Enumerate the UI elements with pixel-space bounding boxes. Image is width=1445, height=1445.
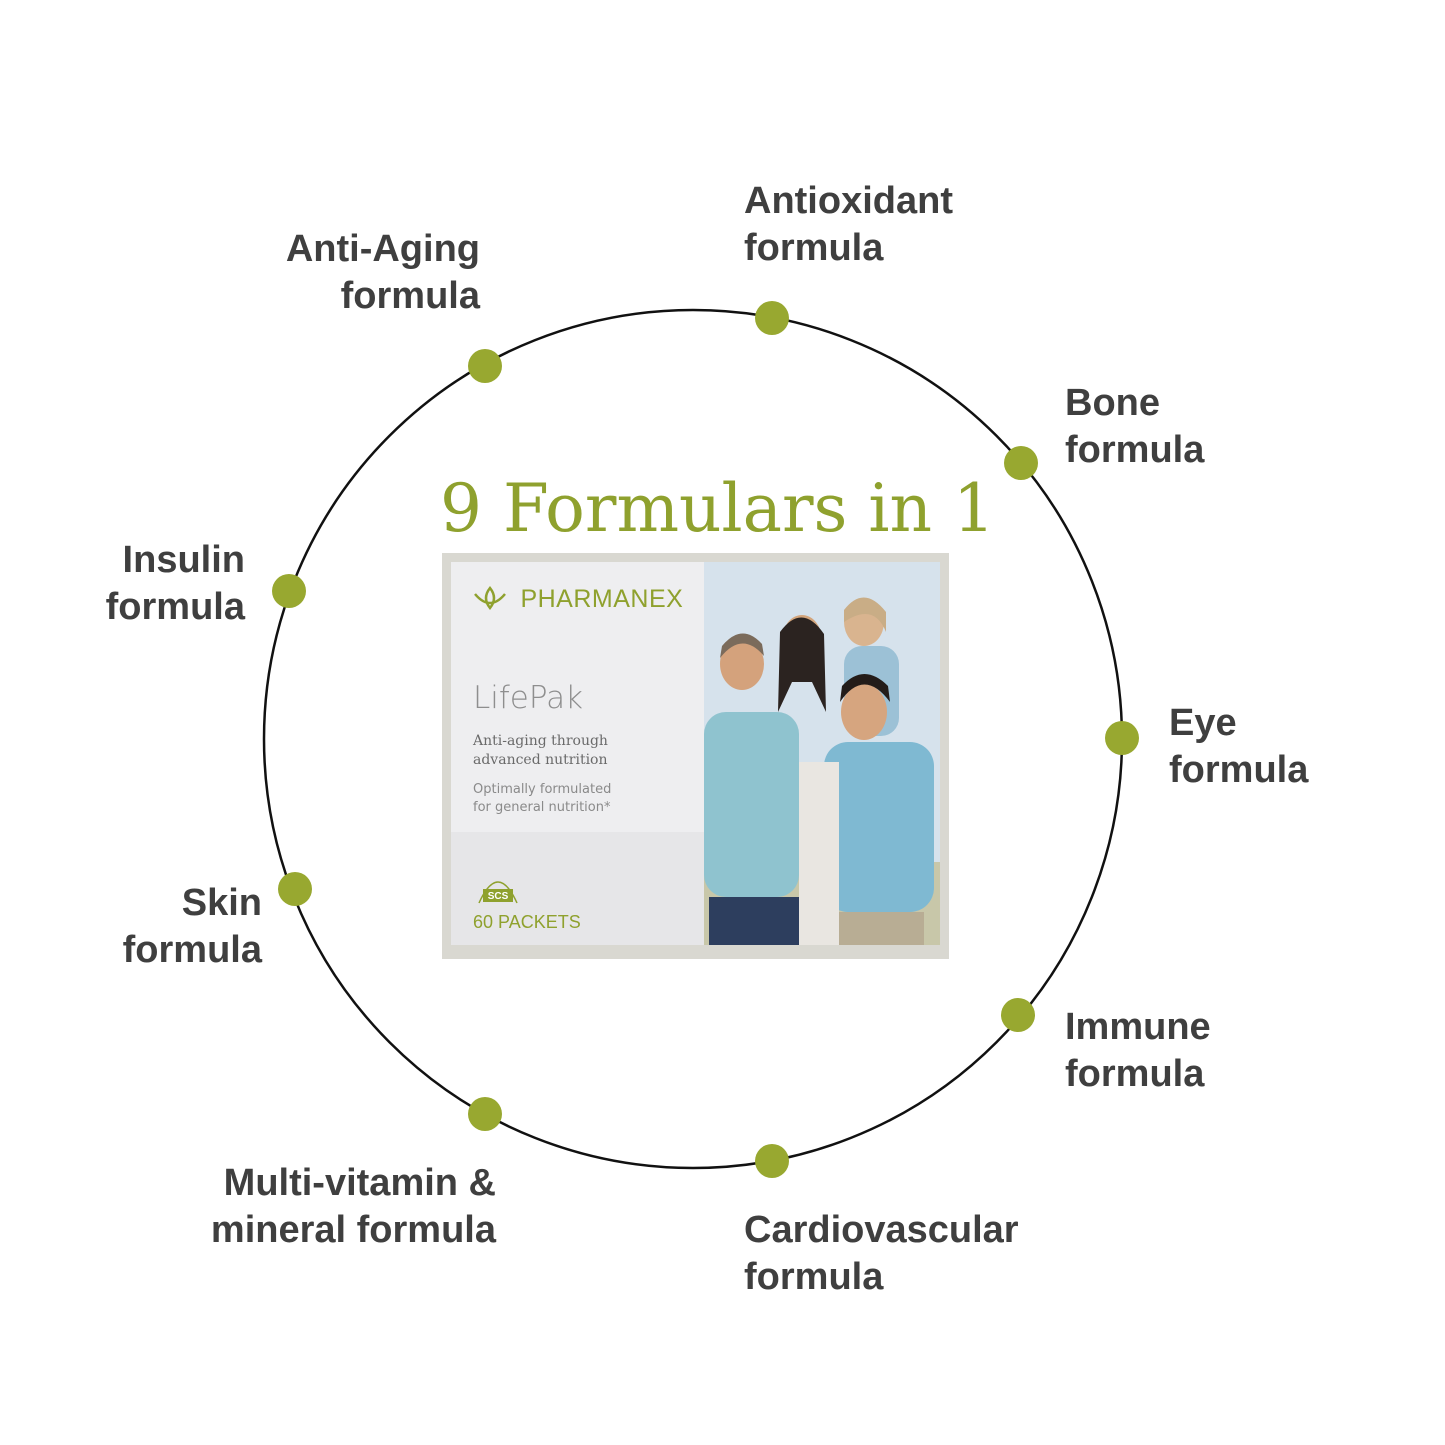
- product-subline: Optimally formulated for general nutriti…: [473, 781, 611, 817]
- packet-count: 60 PACKETS: [473, 912, 581, 932]
- seal-text: SCS: [488, 891, 509, 902]
- label-anti-aging: Anti-Aging formula: [180, 226, 480, 320]
- label-immune: Immune formula: [1065, 1004, 1211, 1098]
- panel-lower-band: [451, 832, 704, 945]
- dot-anti-aging: [468, 349, 502, 383]
- dot-antioxidant: [755, 301, 789, 335]
- label-line1: Antioxidant: [744, 180, 953, 222]
- product-box: PHARMANEX LifePak Anti-aging through adv…: [442, 553, 949, 959]
- label-line1: Insulin: [122, 539, 245, 581]
- label-skin: Skin formula: [60, 880, 262, 974]
- label-line2: formula: [1065, 429, 1205, 471]
- family-photo-icon: [704, 562, 940, 945]
- label-line2: formula: [105, 586, 245, 628]
- label-line1: Immune: [1065, 1006, 1211, 1048]
- label-multivitamin: Multi-vitamin & mineral formula: [140, 1160, 496, 1254]
- leaf-logo-icon: [474, 586, 506, 611]
- dot-eye: [1105, 721, 1139, 755]
- dot-multivitamin: [468, 1097, 502, 1131]
- label-line1: Multi-vitamin &: [223, 1162, 496, 1204]
- dot-bone: [1004, 446, 1038, 480]
- subline-line2: for general nutrition*: [473, 800, 611, 815]
- family-photo-illustration: [704, 562, 940, 945]
- brand-name: PHARMANEX: [520, 584, 684, 613]
- label-line2: formula: [744, 1256, 884, 1298]
- label-bone: Bone formula: [1065, 380, 1204, 474]
- label-line2: formula: [1169, 749, 1309, 791]
- label-line1: Bone: [1065, 382, 1160, 424]
- dot-cardiovascular: [755, 1144, 789, 1178]
- label-line2: formula: [744, 227, 884, 269]
- label-cardiovascular: Cardiovascular formula: [744, 1207, 1019, 1301]
- tagline-line2: advanced nutrition: [473, 752, 608, 768]
- dot-insulin: [272, 574, 306, 608]
- label-line1: Cardiovascular: [744, 1209, 1019, 1251]
- label-eye: Eye formula: [1169, 700, 1308, 794]
- headline: 9 Formulars in 1: [440, 470, 995, 547]
- tagline-line1: Anti-aging through: [473, 733, 608, 749]
- dot-immune: [1001, 998, 1035, 1032]
- product-tagline: Anti-aging through advanced nutrition: [473, 732, 608, 770]
- label-line2: mineral formula: [210, 1209, 496, 1251]
- label-antioxidant: Antioxidant formula: [744, 178, 953, 272]
- product-name: LifePak: [473, 680, 584, 716]
- label-insulin: Insulin formula: [40, 537, 245, 631]
- label-line2: formula: [1065, 1053, 1205, 1095]
- label-line1: Skin: [181, 882, 262, 924]
- product-label-panel: PHARMANEX LifePak Anti-aging through adv…: [451, 562, 704, 945]
- label-line1: Anti-Aging: [285, 228, 480, 270]
- label-line2: formula: [122, 929, 262, 971]
- subline-line1: Optimally formulated: [473, 782, 612, 797]
- dot-skin: [278, 872, 312, 906]
- label-line2: formula: [340, 275, 480, 317]
- label-line1: Eye: [1169, 702, 1237, 744]
- brand: PHARMANEX: [473, 584, 683, 614]
- scs-certified-seal-icon: SCS: [478, 881, 518, 904]
